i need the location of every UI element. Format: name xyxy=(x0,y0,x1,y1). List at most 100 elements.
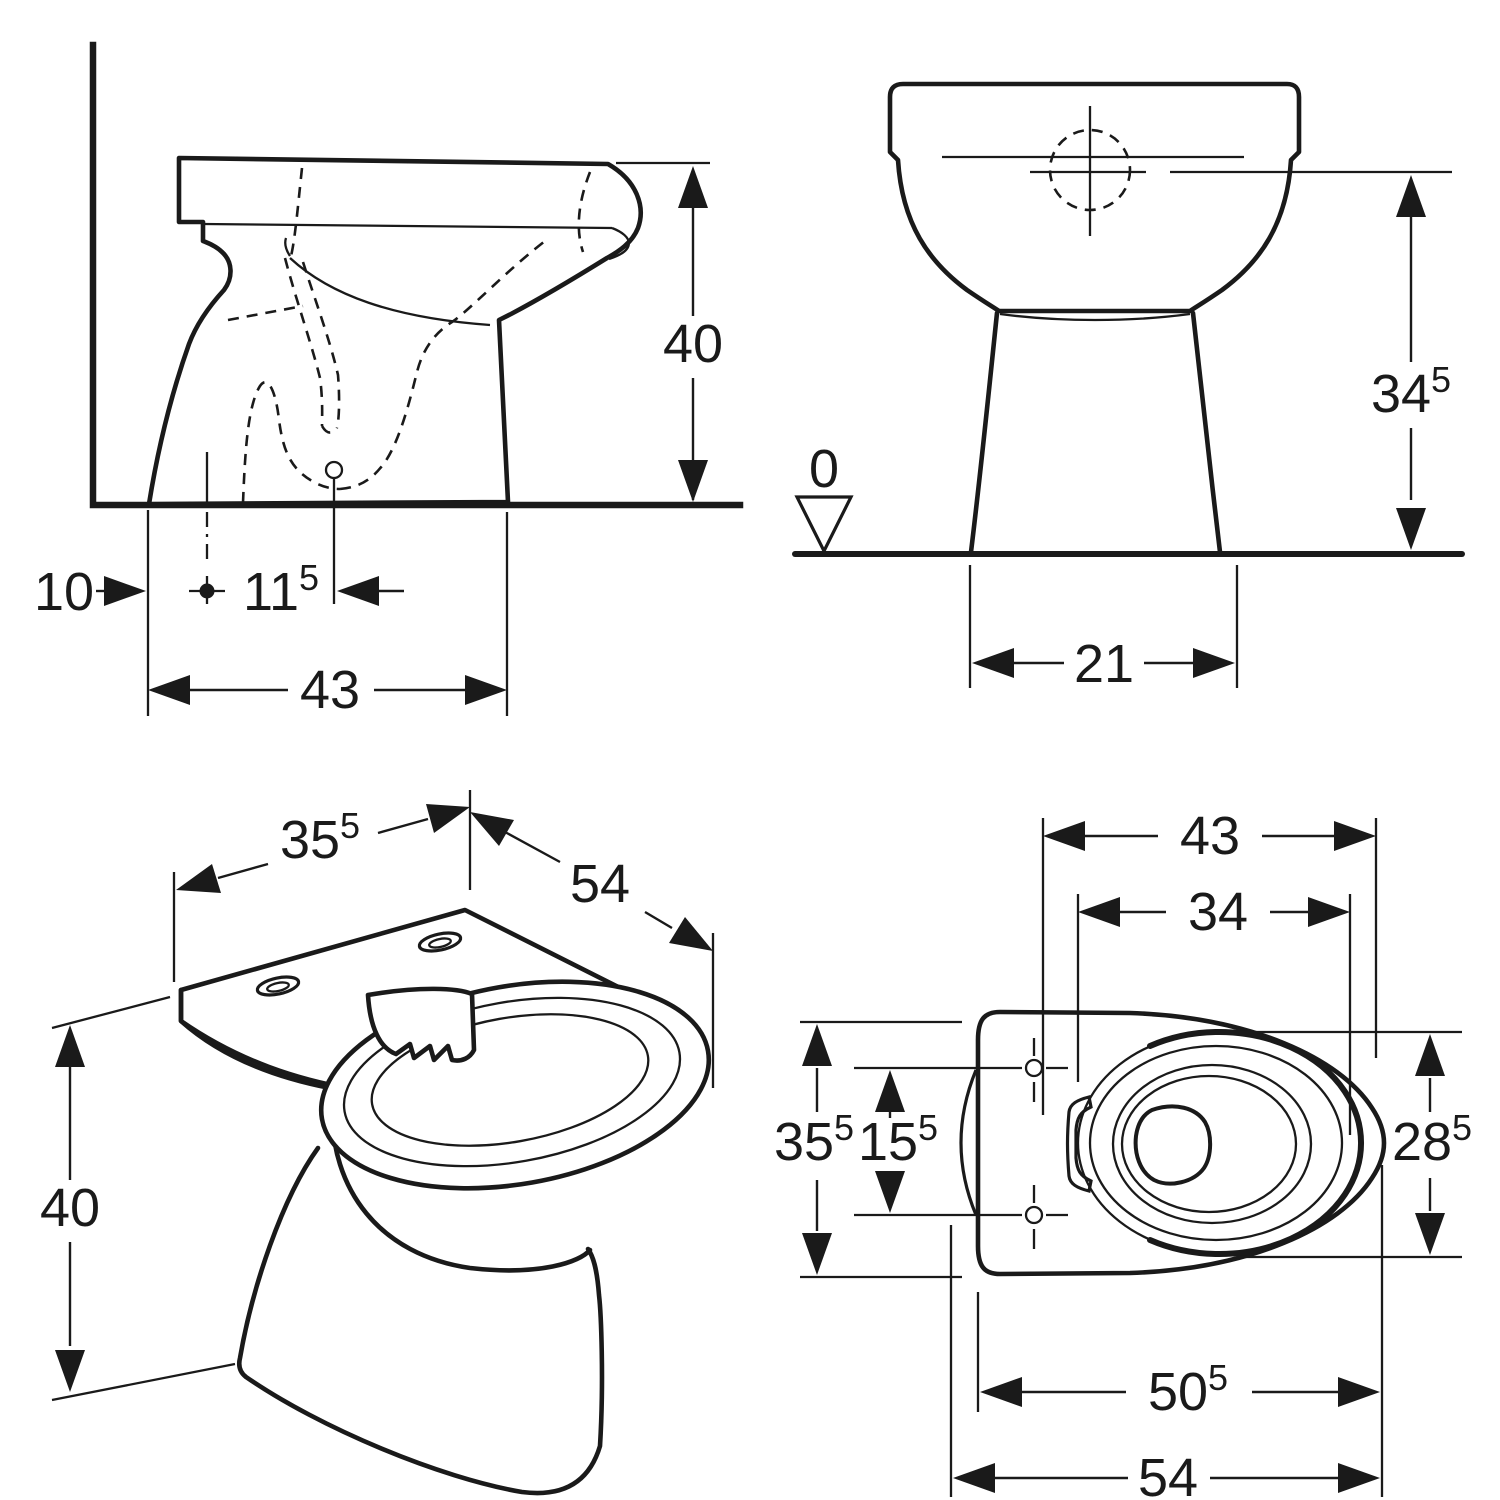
dim-label-285: 285 xyxy=(1392,1107,1472,1172)
arrowhead-up-icon xyxy=(1396,175,1426,217)
arrowhead-upper-left-icon xyxy=(470,812,514,846)
seat-outer-heavy-arc xyxy=(1147,1029,1365,1257)
arrowhead-right-icon xyxy=(104,576,146,606)
extension-lines xyxy=(800,1020,962,1279)
seat-hole-bottom xyxy=(1024,1185,1068,1249)
front-datum-0: 0 xyxy=(794,439,854,555)
top-view: 43 34 355 155 xyxy=(774,806,1472,1500)
arrowhead-right-icon xyxy=(1308,897,1350,927)
arrowhead-lower-left-icon xyxy=(176,864,221,893)
arrowhead-up-icon xyxy=(802,1024,832,1066)
dim-label-21: 21 xyxy=(1074,634,1134,694)
side-dim-wall-10: 10 xyxy=(34,510,150,716)
arrowhead-down-icon xyxy=(802,1233,832,1275)
plan-dim-width-355: 355 xyxy=(774,1020,962,1279)
hole-crosshair-ticks xyxy=(1032,1185,1068,1249)
spud-curve xyxy=(284,237,291,257)
hole-circle xyxy=(1024,1205,1044,1225)
datum-triangle-icon xyxy=(794,495,854,555)
dim-label-40: 40 xyxy=(40,1178,100,1238)
arrowhead-down-icon xyxy=(55,1350,85,1392)
plan-dim-depth-43: 43 xyxy=(1041,806,1378,1115)
front-outline xyxy=(887,81,1302,314)
bowl-cutaway-patch xyxy=(365,986,477,1063)
wall-and-floor-line xyxy=(89,41,744,509)
arrowhead-down-icon xyxy=(1396,508,1426,550)
dim-label-115: 115 xyxy=(243,557,319,622)
arrowhead-up-icon xyxy=(875,1070,905,1112)
bowl-pedestal-joint xyxy=(999,312,1191,322)
front-dim-inlet-345: 345 xyxy=(1170,170,1452,550)
hidden-waterline-dashed xyxy=(227,304,304,322)
arrowhead-down-icon xyxy=(1415,1213,1445,1255)
inlet-channel-dashed xyxy=(289,167,304,257)
persp-dim-depth-54: 54 xyxy=(470,812,715,1088)
flush-channel-bottom-dashed xyxy=(320,425,339,434)
front-face-dashed xyxy=(577,171,592,253)
extension-lines xyxy=(1041,818,1378,1115)
plan-dim-holes-155: 155 xyxy=(854,1066,1022,1217)
arrowhead-up-icon xyxy=(1415,1034,1445,1076)
bowl-rim-ellipse-1 xyxy=(1111,1063,1313,1225)
arrowhead-lower-right-icon xyxy=(669,917,713,951)
dim-label-155: 155 xyxy=(858,1107,938,1172)
rear-bumper-arc xyxy=(959,1069,978,1216)
dim-label-43: 43 xyxy=(300,660,360,720)
extension-lines xyxy=(854,1066,1022,1217)
arrowhead-down-icon xyxy=(875,1171,905,1213)
hole-inner xyxy=(266,981,290,993)
hole-outer xyxy=(417,931,463,953)
extension-lines xyxy=(1076,894,1352,1135)
dimension-line xyxy=(217,817,429,880)
arrowhead-left-icon xyxy=(337,576,379,606)
cutaway-edge xyxy=(470,991,476,1051)
arrowhead-left-icon xyxy=(1043,821,1085,851)
arrowhead-left-icon xyxy=(953,1463,995,1493)
trap-dashed xyxy=(241,381,341,504)
deck-hole-rear xyxy=(417,931,463,953)
side-view: 40 10 115 43 xyxy=(34,41,744,720)
side-dim-depth-43: 43 xyxy=(148,512,509,720)
extension-lines xyxy=(976,1165,1384,1497)
extension-lines xyxy=(968,565,1239,688)
side-outline xyxy=(146,155,643,507)
persp-dim-height-40: 40 xyxy=(40,995,236,1402)
rim-inner-ellipse-2 xyxy=(370,1013,650,1147)
arrowhead-left-icon xyxy=(148,675,190,705)
dim-label-40: 40 xyxy=(663,314,723,374)
extension-line-bottom xyxy=(51,1362,236,1402)
pedestal-right-edge xyxy=(1190,310,1223,555)
center-point-ticks xyxy=(189,576,225,604)
arrowhead-up-icon xyxy=(55,1025,85,1067)
arrowhead-right-icon xyxy=(1338,1463,1380,1493)
pedestal-left-edge xyxy=(968,310,1000,555)
bowl-underside xyxy=(329,1102,593,1273)
front-dim-width-21: 21 xyxy=(968,565,1239,694)
dim-label-54: 54 xyxy=(1138,1448,1198,1500)
dim-label-54: 54 xyxy=(570,854,630,914)
dim-label-43: 43 xyxy=(1180,806,1240,866)
bowl-rim-ellipse-2 xyxy=(1120,1074,1298,1214)
seat-inner-ellipse xyxy=(1088,1044,1344,1242)
perspective-view: 355 54 40 xyxy=(40,790,715,1496)
arrowhead-right-icon xyxy=(1334,821,1376,851)
plan-dim-overall-54: 54 xyxy=(949,1225,1380,1500)
plan-dim-front-505: 505 xyxy=(976,1165,1384,1497)
persp-dim-width-355: 355 xyxy=(172,790,472,982)
side-dim-outlet-115: 115 xyxy=(243,557,404,622)
pedestal-foot xyxy=(236,1145,605,1496)
dim-label-505: 505 xyxy=(1148,1357,1228,1422)
arrowhead-right-icon xyxy=(1338,1377,1380,1407)
dim-label-355: 355 xyxy=(774,1107,854,1172)
arrowhead-up-icon xyxy=(678,166,708,208)
rim-inner-ellipse-1 xyxy=(342,996,682,1168)
dimension-line xyxy=(504,830,673,930)
hole-crosshair-ticks xyxy=(1032,1038,1068,1102)
dim-label-10: 10 xyxy=(34,562,94,622)
water-surface-outline xyxy=(1133,1104,1213,1186)
arrowhead-upper-right-icon xyxy=(426,804,470,833)
dim-label-355: 355 xyxy=(280,805,360,870)
flush-channel-right-dashed xyxy=(301,261,341,429)
